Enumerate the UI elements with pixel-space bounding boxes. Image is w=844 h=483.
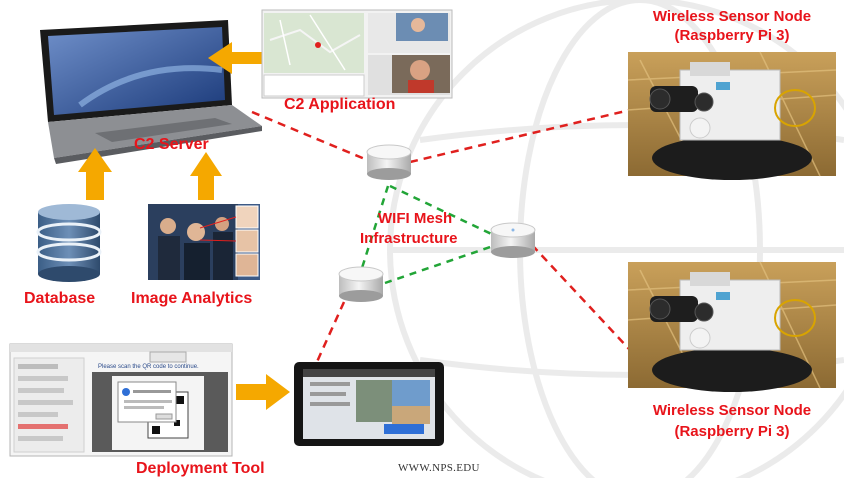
image-analytics-label: Image Analytics: [131, 290, 253, 307]
database-icon: [36, 204, 102, 282]
c2-server-label: C2 Server: [134, 136, 209, 153]
green-mesh-links: [360, 184, 501, 285]
c2-application-screenshot: [261, 9, 453, 99]
node-top-label-line1: Wireless Sensor Node: [652, 8, 812, 25]
mesh-link-b: [360, 185, 390, 269]
orange-arrow-icon: [236, 374, 290, 410]
link-server-router: [251, 110, 373, 164]
c2-application-label: C2 Application: [284, 96, 396, 113]
mesh-label-line2: Infrastructure: [360, 230, 458, 247]
image-analytics-picture: [148, 204, 260, 280]
sensor-node-photo-bottom: [627, 261, 837, 392]
mesh-router-icon: [490, 222, 536, 258]
database-label: Database: [24, 290, 96, 307]
qr-prompt-text: Please scan the QR code to continue.: [98, 364, 199, 370]
node-top-label-line2: (Raspberry Pi 3): [674, 27, 790, 44]
mesh-router-icon: [366, 144, 412, 180]
mesh-label-line1: WIFI Mesh: [378, 210, 453, 227]
node-bottom-label-line2: (Raspberry Pi 3): [674, 423, 790, 440]
link-router-node-bottom: [531, 244, 631, 351]
mesh-router-icon: [338, 266, 384, 302]
node-bottom-label-line1: Wireless Sensor Node: [652, 402, 812, 419]
laptop-icon: [40, 20, 262, 164]
red-links: [251, 108, 631, 365]
mesh-link-c: [384, 243, 497, 285]
orange-arrow-icon: [208, 42, 262, 74]
link-router-deploy: [314, 301, 346, 365]
deployment-tool-window: [9, 343, 233, 457]
footer-url: WWW.NPS.EDU: [398, 462, 480, 474]
link-router-node-top: [409, 108, 631, 164]
sensor-node-photo-top: [627, 51, 837, 180]
orange-arrow-icon: [190, 152, 222, 200]
orange-arrow-icon: [78, 148, 112, 200]
tablet-photo: [294, 362, 444, 446]
deployment-tool-label: Deployment Tool: [136, 460, 265, 477]
